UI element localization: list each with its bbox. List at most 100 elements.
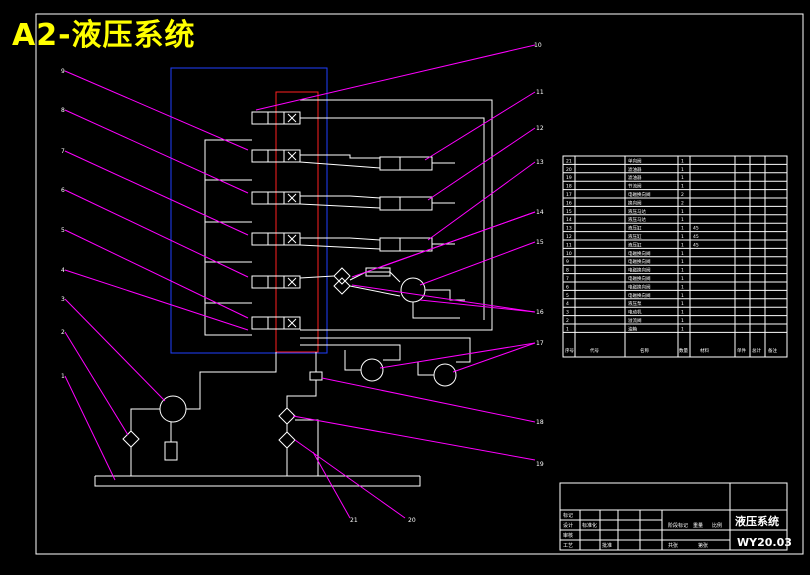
page-title: A2-液压系统	[12, 18, 196, 53]
bom-cell: 1	[681, 158, 684, 164]
bom-cell: 18	[566, 184, 572, 190]
drawing-code: WY20.03	[737, 536, 792, 549]
bom-cell: 8	[566, 268, 569, 274]
callout-17: 17	[536, 340, 544, 347]
label-scale: 比例	[712, 522, 722, 529]
callout-5: 5	[61, 227, 65, 234]
bom-cell: 电磁换向阀	[628, 191, 651, 198]
bom-cell: 1	[681, 318, 684, 324]
hydraulic-motor-15	[400, 277, 426, 303]
hydraulic-motor-17a	[360, 358, 384, 382]
valve-7	[251, 232, 301, 246]
motor-4	[164, 441, 178, 461]
oil-tank-1	[94, 476, 421, 487]
callout-3: 3	[61, 296, 65, 303]
bom-cell: 13	[566, 226, 572, 232]
bom-cell: 换向阀	[628, 199, 642, 206]
relief-valve-2	[122, 430, 140, 448]
bom-cell: 液压马达	[628, 208, 646, 215]
bom-cell: 1	[681, 301, 684, 307]
bom-cell: 1	[681, 326, 684, 332]
bom-cell: 2	[681, 200, 684, 206]
bom-header-cell: 名称	[640, 347, 649, 354]
leader-lines	[64, 44, 536, 519]
bom-cell: 1	[681, 209, 684, 215]
bom-cell: 16	[566, 200, 572, 206]
bom-cell: 1	[681, 234, 684, 240]
label-stage: 阶段标记	[668, 522, 688, 529]
bom-cell: 1	[681, 284, 684, 290]
bom-cell: 液压缸	[628, 241, 642, 248]
bom-cell: 9	[566, 259, 569, 265]
valve-9	[251, 149, 301, 163]
drawing-border	[35, 13, 804, 555]
bom-cell: 15	[566, 209, 572, 215]
bom-cell: 电磁换向阀	[628, 258, 651, 265]
callout-13: 13	[536, 159, 544, 166]
hydraulic-motor-17b	[433, 363, 457, 387]
callout-6: 6	[61, 187, 65, 194]
bom-cell: 1	[566, 326, 569, 332]
callout-16: 16	[536, 309, 544, 316]
bom-cell: 1	[681, 310, 684, 316]
cylinder-12	[299, 195, 455, 211]
bom-cell: 液压缸	[628, 233, 642, 240]
label-review: 审核	[563, 532, 573, 539]
bom-cell: 1	[681, 226, 684, 232]
bom-cell: 电磁换向阀	[628, 267, 651, 274]
bom-header-cell: 备注	[768, 347, 777, 354]
bom-cell: 10	[566, 251, 572, 257]
label-mark: 标记	[563, 512, 573, 519]
bom-cell: 电磁换向阀	[628, 250, 651, 257]
callout-21: 21	[350, 517, 358, 524]
bom-header-cell: 材料	[700, 347, 709, 354]
cylinder-11	[299, 154, 455, 171]
bom-header-cell: 序号	[565, 347, 574, 354]
bom-cell: 7	[566, 276, 569, 282]
bom-header-cell: 代号	[590, 347, 599, 354]
bom-cell: 1	[681, 184, 684, 190]
label-standard: 标准化	[582, 522, 597, 529]
valve-6	[251, 275, 301, 289]
filter-19	[278, 407, 296, 425]
bom-cell: 1	[681, 259, 684, 265]
bom-cell: 20	[566, 167, 572, 173]
bom-cell: 45	[693, 234, 699, 240]
valve-block-outline	[170, 67, 328, 354]
bom-cell: 1	[681, 251, 684, 257]
bom-cell: 1	[681, 268, 684, 274]
bom-cell: 45	[693, 242, 699, 248]
throttle-valve-18	[309, 371, 323, 381]
bom-cell: 溢流阀	[628, 317, 642, 324]
callout-20: 20	[408, 517, 416, 524]
valve-5	[251, 316, 301, 330]
label-approve: 批准	[602, 542, 612, 549]
callout-15: 15	[536, 239, 544, 246]
bom-cell: 14	[566, 217, 572, 223]
drawing-name: 液压系统	[735, 514, 779, 528]
label-weight: 重量	[693, 522, 703, 529]
label-process: 工艺	[563, 543, 573, 549]
bom-cell: 6	[566, 284, 569, 290]
bom-cell: 11	[566, 242, 572, 248]
bom-cell: 1	[681, 242, 684, 248]
bom-cell: 液压马达	[628, 216, 646, 223]
bom-cell: 4	[566, 301, 569, 307]
bom-cell: 45	[693, 226, 699, 232]
bom-cell: 电磁换向阀	[628, 275, 651, 282]
callout-11: 11	[536, 89, 544, 96]
bom-cell: 液压缸	[628, 225, 642, 232]
callout-4: 4	[61, 267, 65, 274]
bom-cell: 17	[566, 192, 572, 198]
callout-10: 10	[534, 42, 542, 49]
bom-header-cell: 单件	[737, 347, 746, 354]
pressure-manifold	[275, 91, 319, 353]
bom-cell: 电磁换向阀	[628, 292, 651, 299]
bom-cell: 单向阀	[628, 157, 642, 164]
callout-9: 9	[61, 68, 65, 75]
cylinder-13	[299, 237, 455, 252]
label-sheets: 共张	[668, 542, 678, 549]
callout-7: 7	[61, 148, 65, 155]
bom-cell: 电磁换向阀	[628, 283, 651, 290]
